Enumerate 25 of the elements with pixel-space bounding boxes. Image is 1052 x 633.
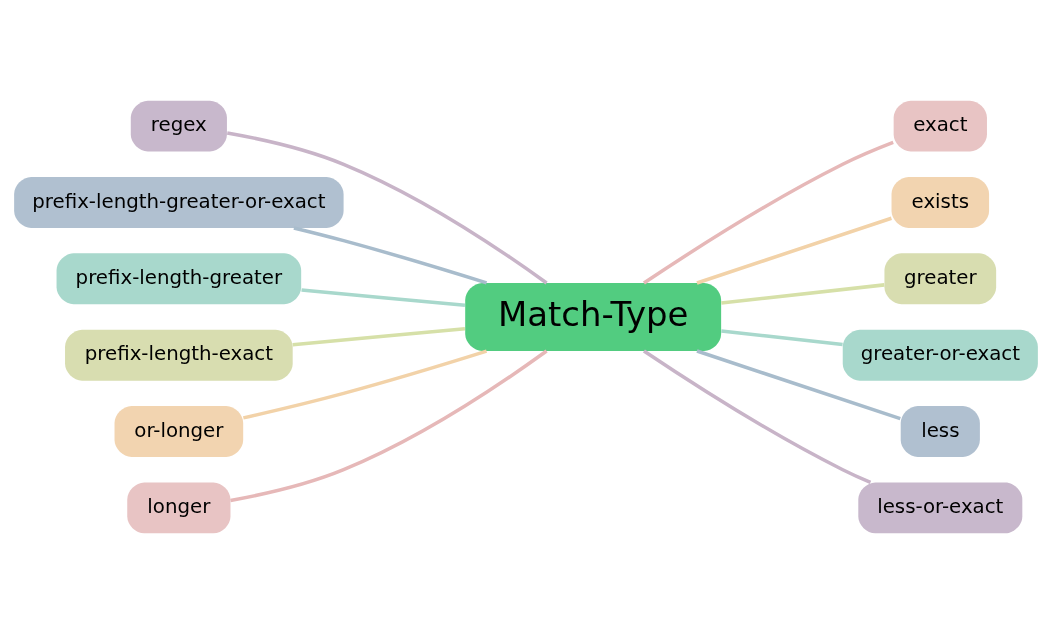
node-box: greater-or-exact: [842, 329, 1038, 381]
connector: [721, 328, 843, 346]
node-box: exists: [891, 176, 990, 228]
node-box: or-longer: [114, 405, 244, 457]
node-box: Match-Type: [465, 282, 722, 351]
connector: [230, 349, 548, 502]
connector: [721, 282, 885, 305]
connector: [696, 216, 892, 285]
connector: [301, 287, 466, 307]
connector: [293, 225, 488, 285]
node-box: longer: [127, 481, 231, 533]
connector: [642, 140, 894, 285]
node-box: regex: [130, 100, 227, 152]
connector: [242, 348, 488, 420]
node-box: prefix-length-greater: [56, 252, 302, 304]
node-box: prefix-length-greater-or-exact: [14, 176, 344, 228]
node-box: less: [900, 405, 980, 457]
connector: [226, 130, 548, 284]
connector: [696, 348, 901, 420]
node-box: less-or-exact: [858, 481, 1023, 533]
node-box: prefix-length-exact: [65, 329, 293, 381]
node-box: exact: [893, 100, 987, 152]
node-box: greater: [884, 252, 997, 304]
connector: [292, 326, 466, 346]
connector: [642, 348, 872, 484]
